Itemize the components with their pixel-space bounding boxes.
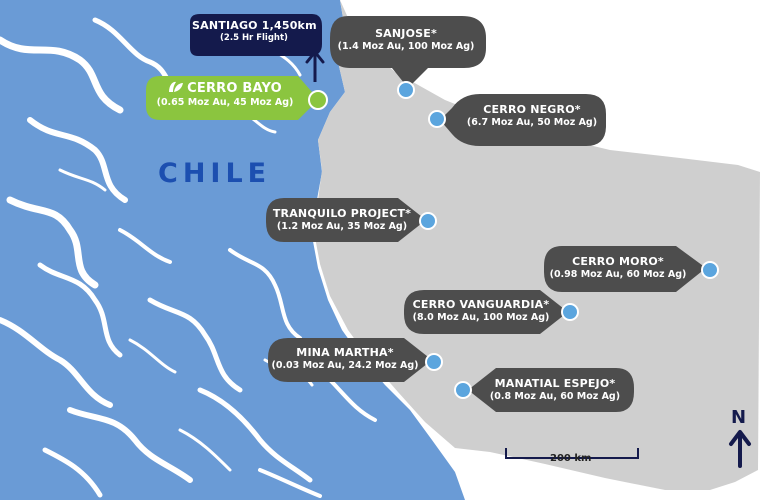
cerro-bayo-name: CERRO BAYO (187, 81, 282, 96)
project-label-manatial-espejo: MANATIAL ESPEJO* (0.8 Moz Au, 60 Moz Ag) (480, 377, 630, 403)
cerro-negro-callout-bubble (440, 94, 606, 146)
sanjose-callout-bubble (330, 16, 486, 88)
leaf-logo-icon (169, 81, 184, 92)
country-label-chile: CHILE (158, 158, 272, 189)
project-resources: (8.0 Moz Au, 100 Moz Ag) (412, 311, 550, 323)
project-name: MANATIAL ESPEJO* (494, 377, 616, 390)
up-arrow-icon (305, 50, 325, 64)
scale-bar (505, 448, 639, 459)
marker-tranquilo[interactable] (419, 212, 437, 230)
manatial-espejo-callout-bubble (468, 368, 634, 412)
north-arrow-icon (729, 430, 751, 468)
cerro-vanguardia-callout-bubble (404, 290, 568, 334)
project-resources: (0.03 Moz Au, 24.2 Moz Ag) (271, 359, 419, 371)
project-resources: (0.98 Moz Au, 60 Moz Ag) (549, 268, 687, 280)
project-resources: (6.7 Moz Au, 50 Moz Ag) (466, 116, 598, 128)
santiago-subtitle: (2.5 Hr Flight) (220, 32, 288, 43)
project-name: MINA MARTHA* (296, 346, 394, 359)
marker-cerro-moro[interactable] (701, 261, 719, 279)
project-name: TRANQUILO PROJECT* (272, 207, 412, 220)
project-label-sanjose: SANJOSE* (1.4 Moz Au, 100 Moz Ag) (333, 27, 479, 53)
marker-manatial-espejo[interactable] (454, 381, 472, 399)
santiago-callout-bubble (190, 14, 322, 56)
marker-cerro-vanguardia[interactable] (561, 303, 579, 321)
cerro-moro-callout-bubble (544, 246, 706, 292)
santiago-title: SANTIAGO 1,450km (192, 19, 317, 32)
project-label-mina-martha: MINA MARTHA* (0.03 Moz Au, 24.2 Moz Ag) (270, 346, 420, 372)
project-label-cerro-vanguardia: CERRO VANGUARDIA* (8.0 Moz Au, 100 Moz A… (406, 298, 556, 324)
cerro-bayo-callout: CERRO BAYO (0.65 Moz Au, 45 Moz Ag) (150, 80, 300, 109)
scale-label: 200 km (550, 453, 592, 464)
cerro-bayo-resources: (0.65 Moz Au, 45 Moz Ag) (156, 97, 294, 109)
project-resources: (1.4 Moz Au, 100 Moz Ag) (337, 40, 475, 52)
project-name: CERRO NEGRO* (483, 103, 581, 116)
project-name: SANJOSE* (375, 27, 437, 40)
project-name: CERRO VANGUARDIA* (412, 298, 550, 311)
marker-cerro-bayo[interactable] (308, 90, 328, 110)
santiago-callout: SANTIAGO 1,450km (2.5 Hr Flight) (192, 19, 317, 43)
marker-sanjose[interactable] (397, 81, 415, 99)
north-label: N (731, 407, 747, 428)
mina-martha-callout-bubble (268, 338, 432, 382)
patagonia-region (314, 0, 760, 490)
project-resources: (1.2 Moz Au, 35 Moz Ag) (276, 220, 408, 232)
project-resources: (0.8 Moz Au, 60 Moz Ag) (489, 390, 621, 402)
project-label-cerro-negro: CERRO NEGRO* (6.7 Moz Au, 50 Moz Ag) (457, 103, 607, 129)
marker-cerro-negro[interactable] (428, 110, 446, 128)
project-name: CERRO MORO* (572, 255, 664, 268)
project-label-cerro-moro: CERRO MORO* (0.98 Moz Au, 60 Moz Ag) (543, 255, 693, 281)
cerro-bayo-callout-bubble (146, 76, 312, 120)
project-label-tranquilo: TRANQUILO PROJECT* (1.2 Moz Au, 35 Moz A… (267, 207, 417, 233)
tranquilo-callout-bubble (266, 198, 426, 242)
marker-mina-martha[interactable] (425, 353, 443, 371)
